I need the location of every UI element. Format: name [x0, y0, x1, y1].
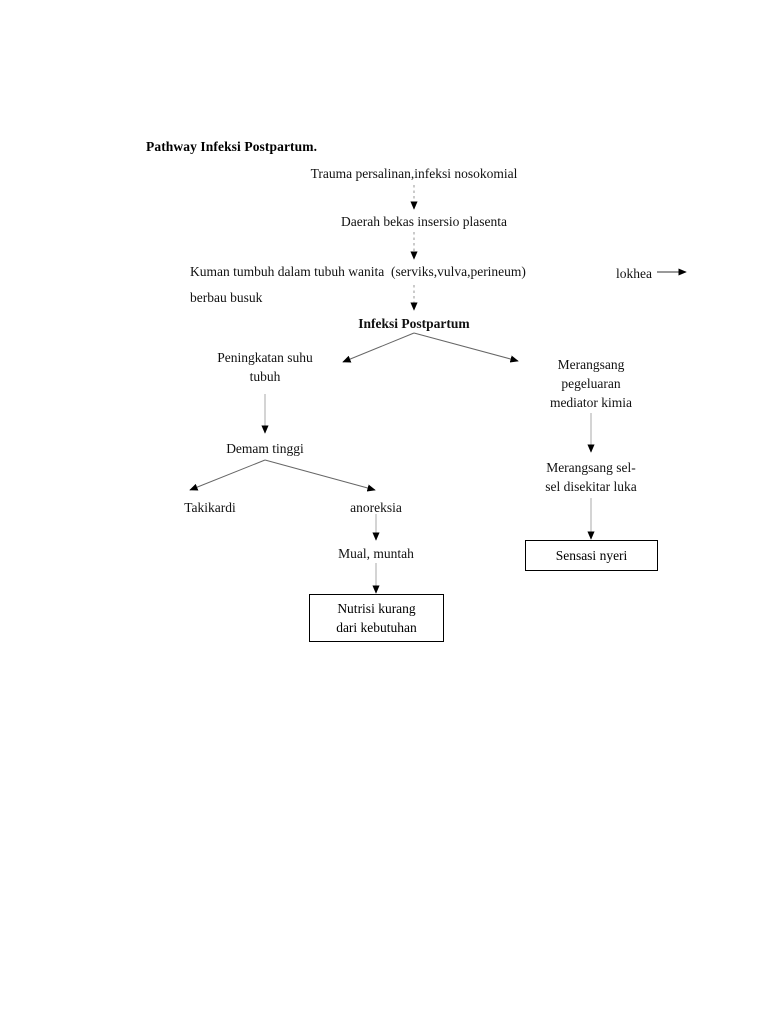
edge-infeksi-to-merangsang [413, 332, 519, 363]
node-mual-muntah: Mual, muntah [338, 546, 414, 561]
node-kuman-tumbuh-line1: Kuman tumbuh dalam tubuh wanita (serviks… [190, 264, 526, 279]
page-title: Pathway Infeksi Postpartum. [146, 139, 318, 154]
node-infeksi-postpartum: Infeksi Postpartum [358, 316, 470, 331]
box-nutrisi-kurang: Nutrisi kurang dari kebutuhan [309, 594, 444, 642]
node-merangsang-line2: pegeluaran [561, 376, 621, 391]
node-peningkatan-suhu-line2: tubuh [249, 369, 281, 384]
node-merangsang-line3: mediator kimia [549, 395, 633, 410]
box-nutrisi-line2: dari kebutuhan [336, 620, 417, 635]
node-peningkatan-suhu-line1: Peningkatan suhu [217, 350, 313, 365]
node-merangsang-line1: Merangsang [557, 357, 625, 372]
box-sensasi-nyeri-label: Sensasi nyeri [555, 548, 628, 563]
edge-demam-to-anoreksia [264, 459, 376, 492]
node-demam-tinggi: Demam tinggi [226, 441, 304, 456]
node-kuman-tumbuh-line2: berbau busuk [190, 290, 263, 305]
box-nutrisi-kurang-label: Nutrisi kurang dari kebutuhan [310, 599, 443, 637]
node-takikardi: Takikardi [184, 500, 236, 515]
node-merangsang-sel-line1: Merangsang sel- [546, 460, 636, 475]
box-sensasi-nyeri: Sensasi nyeri [525, 540, 658, 571]
node-trauma-persalinan: Trauma persalinan,infeksi nosokomial [310, 166, 518, 181]
node-anoreksia: anoreksia [350, 500, 402, 515]
box-nutrisi-line1: Nutrisi kurang [337, 601, 416, 616]
node-lokhea: lokhea [616, 266, 652, 281]
edge-demam-to-takikardi [189, 459, 266, 491]
node-daerah-bekas-insersio: Daerah bekas insersio plasenta [340, 214, 508, 229]
node-merangsang-sel-line2: sel disekitar luka [545, 479, 637, 494]
edge-infeksi-to-peningkatan [342, 332, 415, 363]
